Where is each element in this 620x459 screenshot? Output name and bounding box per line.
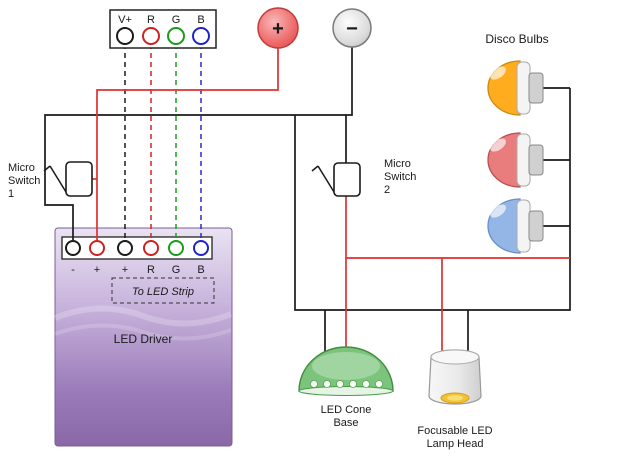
driver-terminal-plus [89, 240, 105, 256]
switch1-lever-tip [43, 165, 51, 172]
cone-led-hole [336, 380, 344, 388]
positive-terminal-symbol: + [272, 18, 284, 40]
bulb-amber-collar [516, 61, 531, 115]
driver-sheen-wave [54, 323, 232, 341]
bulb-blue-collar [516, 199, 531, 253]
connector-pin-label-vplus: V+ [118, 14, 132, 26]
switch1-label-line2: Switch [8, 175, 40, 187]
driver-terminal-out-plus [117, 240, 133, 256]
led-driver-label: LED Driver [114, 332, 173, 346]
connector-pin-vplus [116, 27, 134, 45]
disco-bulbs: Disco Bulbs [485, 32, 549, 254]
driver-terminal-label-out-plus: + [122, 264, 128, 276]
micro-switch-2: Micro Switch 2 [311, 158, 416, 197]
negative-wires [44, 47, 571, 356]
connector-pin-label-b: B [197, 14, 204, 26]
switch1-label-line3: 1 [8, 188, 14, 200]
led-cone-base: LED Cone Base [298, 346, 394, 429]
negative-terminal-circle [332, 8, 372, 48]
driver-terminal-out-b [193, 240, 209, 256]
bulb-red-collar [516, 133, 531, 187]
cone-label-line1: LED Cone [321, 404, 372, 416]
cone-led-hole [323, 380, 331, 388]
cone-led-holes [310, 380, 383, 388]
driver-terminal-label-out-b: B [197, 264, 204, 276]
switch2-lever-tip [311, 165, 319, 172]
bulb-red-highlight [490, 138, 506, 152]
switch2-label-line1: Micro [384, 158, 411, 170]
lamp-lens-glow [447, 395, 463, 401]
driver-terminal-minus [65, 240, 81, 256]
led-driver: - + + R G B To LED Strip LED Driver [53, 227, 233, 447]
cone-led-hole [362, 380, 370, 388]
led-strip-connector: V+ R G B [109, 9, 217, 49]
cone-led-hole [310, 380, 318, 388]
cone-led-hole [349, 380, 357, 388]
bulb-amber-highlight [490, 66, 506, 80]
disco-bulbs-label: Disco Bulbs [485, 32, 548, 46]
micro-switch-1: Micro Switch 1 [8, 161, 93, 200]
switch1-body [65, 161, 93, 197]
power-negative-terminal: − [332, 8, 372, 48]
bulb-blue-highlight [490, 204, 506, 218]
rgb-dashed-wires [124, 44, 202, 240]
lamp-top [430, 349, 480, 365]
positive-wire-main [96, 48, 279, 240]
negative-terminal-symbol: − [346, 18, 358, 40]
switch2-body [333, 162, 361, 197]
bulb-blue-base [528, 210, 544, 242]
connector-pin-label-r: R [147, 14, 155, 26]
to-led-strip-box [111, 277, 215, 304]
cone-label-line2: Base [333, 417, 358, 429]
driver-terminal-label-plus: + [94, 264, 100, 276]
bulb-amber-base [528, 72, 544, 104]
bulb-amber [487, 60, 544, 116]
connector-pin-r [142, 27, 160, 45]
driver-terminal-out-r [143, 240, 159, 256]
cone-highlight [312, 352, 380, 380]
driver-terminal-out-g [168, 240, 184, 256]
positive-wires [92, 48, 570, 356]
negative-wire-loop [294, 88, 571, 311]
switch2-lever [317, 165, 335, 193]
power-positive-terminal: + [257, 7, 299, 49]
bulb-red [487, 132, 544, 188]
driver-terminal-strip [61, 236, 213, 260]
driver-terminal-label-out-g: G [172, 264, 181, 276]
lamp-head: Focusable LED Lamp Head [417, 349, 493, 450]
connector-pin-b [192, 27, 210, 45]
driver-terminal-label-out-r: R [147, 264, 155, 276]
switch2-label-line2: Switch [384, 171, 416, 183]
connector-pin-label-g: G [172, 14, 181, 26]
cone-bottom-rim [298, 386, 394, 396]
bulb-blue [487, 198, 544, 254]
positive-terminal-circle [257, 7, 299, 49]
cone-led-hole [375, 380, 383, 388]
connector-pin-g [167, 27, 185, 45]
switch2-label-line3: 2 [384, 184, 390, 196]
switch1-lever [49, 165, 67, 193]
driver-terminal-label-minus: - [71, 264, 75, 276]
led-driver-body [54, 227, 233, 447]
lamp-label-line1: Focusable LED [417, 425, 492, 437]
negative-wire-main [44, 47, 353, 240]
cone-dome [298, 346, 394, 392]
bulb-red-base [528, 144, 544, 176]
lamp-label-line2: Lamp Head [427, 438, 484, 450]
to-led-strip-label: To LED Strip [132, 286, 194, 298]
switch1-label-line1: Micro [8, 162, 35, 174]
driver-sheen-wave [53, 305, 233, 327]
